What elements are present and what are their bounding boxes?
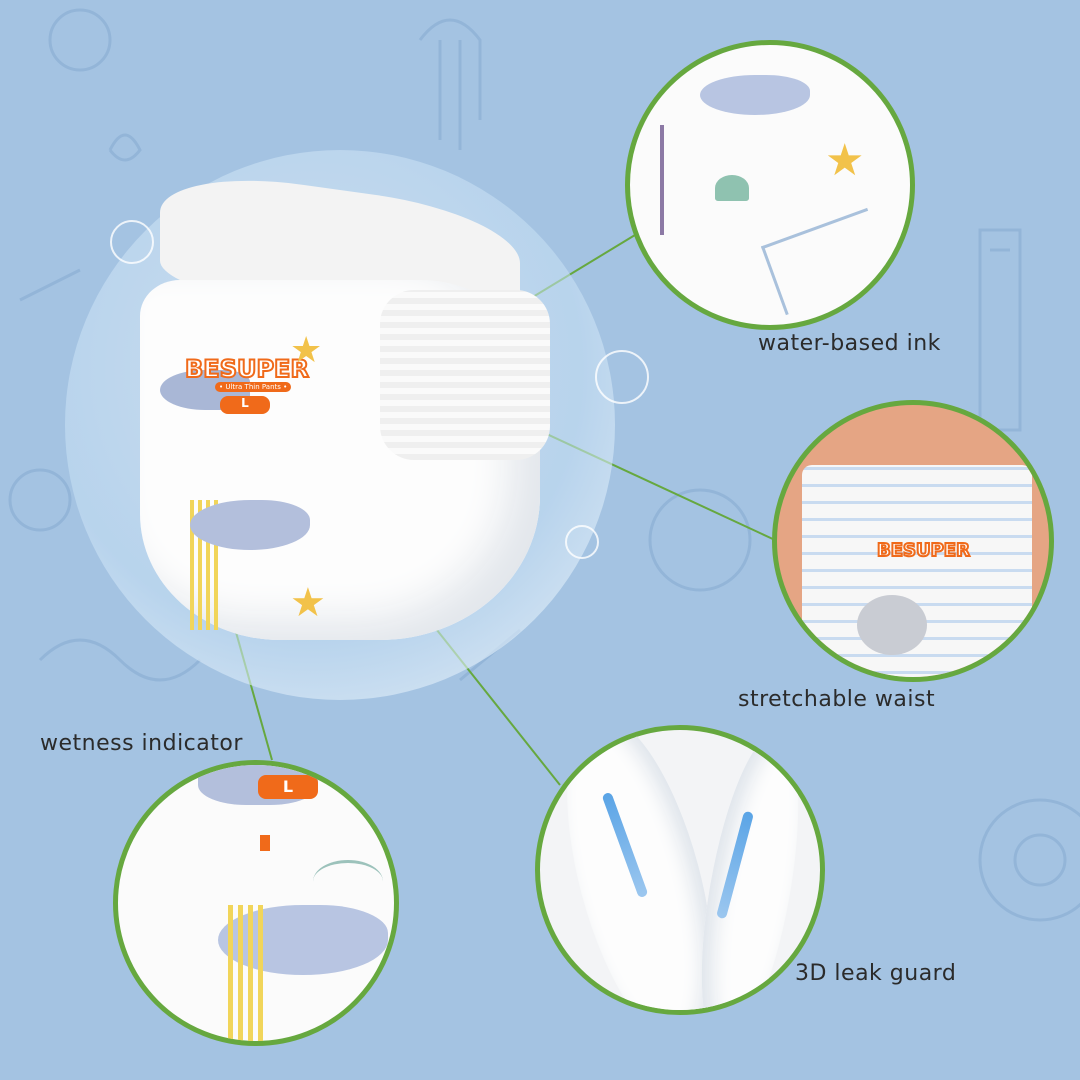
diaper-product-image: BESUPER • Ultra Thin Pants • L ★ ★ — [120, 164, 550, 650]
detail-circle-stretchable-waist: BESUPER — [772, 400, 1054, 682]
product-bubble: BESUPER • Ultra Thin Pants • L ★ ★ — [65, 150, 649, 700]
callout-label-water-based-ink: water-based ink — [758, 331, 941, 356]
brand-logo-waist: BESUPER — [876, 539, 971, 562]
starfish-icon: ★ — [825, 135, 865, 186]
bubble-icon — [595, 350, 649, 404]
coral-print — [313, 860, 383, 903]
wetness-indicator-stripes — [228, 905, 268, 1041]
size-badge: L — [220, 396, 270, 414]
bubble-icon — [110, 220, 154, 264]
whale-print — [700, 75, 810, 115]
whale-print — [190, 500, 310, 550]
brand-tagline: • Ultra Thin Pants • — [215, 382, 292, 392]
starfish-icon: ★ — [290, 580, 326, 626]
callout-label-wetness-indicator: wetness indicator — [40, 731, 243, 756]
callout-label-3d-leak-guard: 3D leak guard — [795, 961, 957, 986]
bubble-icon — [565, 525, 599, 559]
detail-circle-water-based-ink: ★ — [625, 40, 915, 330]
seaweed-print — [640, 125, 664, 235]
shell-icon — [715, 175, 749, 201]
detail-circle-wetness-indicator: L — [113, 760, 399, 1046]
elephant-print — [857, 595, 927, 655]
brand-logo: BESUPER — [184, 354, 310, 384]
callout-label-stretchable-waist: stretchable waist — [738, 687, 936, 712]
starfish-icon: ★ — [290, 330, 323, 371]
detail-circle-3d-leak-guard — [535, 725, 825, 1015]
size-badge-zoom: L — [258, 775, 318, 799]
